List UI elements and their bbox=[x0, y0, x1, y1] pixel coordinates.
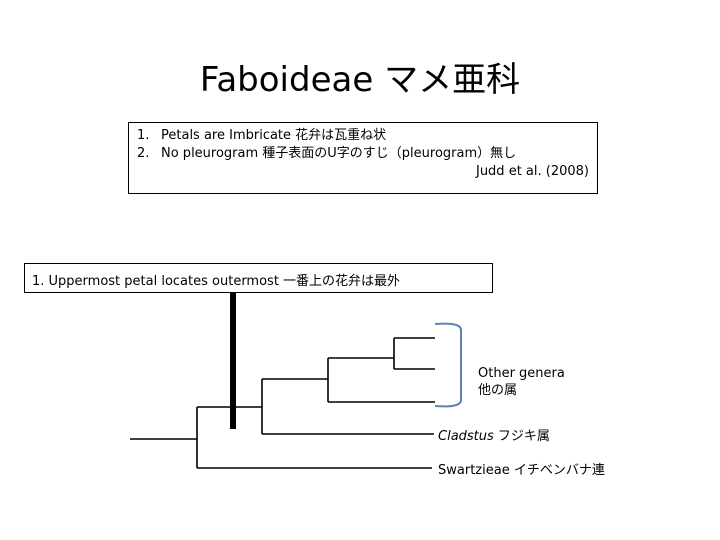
other-genera-label: Other genera 他の属 bbox=[478, 366, 565, 398]
slide-title: Faboideae マメ亜科 bbox=[199, 60, 521, 100]
cladstus-label: Cladstus フジキ属 bbox=[438, 429, 550, 444]
criteria-box: 1.Petals are Imbricate 花弁は瓦重ね状 2.No pleu… bbox=[128, 122, 598, 194]
criteria-item: 2.No pleurogram 種子表面のU字のすじ（pleurogram）無し bbox=[137, 146, 517, 161]
other-genera-bracket bbox=[434, 322, 462, 408]
synapomorphy-bar bbox=[230, 288, 236, 429]
swartzieae-label: Swartzieae イチベンバナ連 bbox=[438, 463, 605, 478]
reference: Judd et al. (2008) bbox=[475, 164, 589, 179]
criteria-item: 1.Petals are Imbricate 花弁は瓦重ね状 bbox=[137, 128, 387, 143]
node-label-box: 1. Uppermost petal locates outermost 一番上… bbox=[24, 263, 493, 293]
